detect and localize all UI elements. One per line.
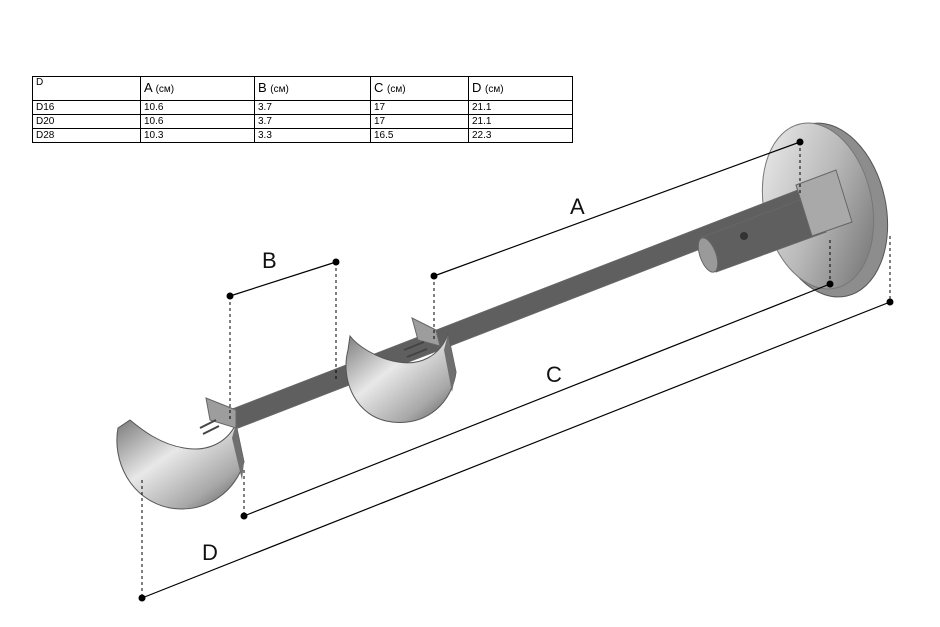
endpoint-dot [826,280,834,288]
header-label: D [472,80,482,95]
outer-cup [116,397,245,510]
header-unit: (см) [155,84,175,95]
header-unit: (см) [387,84,406,95]
dim-line-a [433,141,801,277]
dimension-label-c: C [546,362,562,387]
inner-cup [345,317,457,423]
dimension-label-b: B [262,248,277,273]
table-row: D20 10.6 3.7 17 21.1 [32,114,573,129]
endpoint-dot [138,594,146,602]
header-cell-d: D (см) [468,76,573,101]
bracket-rod [229,189,807,429]
dim-line-d [141,301,891,599]
header-label: C [374,80,384,95]
endpoint-dot [240,512,248,520]
dimension-label-a: A [570,194,585,219]
header-unit: (см) [485,84,504,95]
rod-sleeve [697,169,853,273]
table-row: D28 10.3 3.3 16.5 22.3 [32,128,573,143]
header-cell-c: C (см) [370,76,469,101]
dim-line-b [229,261,337,297]
table-cell: 16.5 [370,128,469,143]
endpoint-dot [796,138,804,146]
header-label: B [258,80,267,95]
dim-line-c [243,283,831,517]
dimension-endpoints [138,138,894,602]
dimension-label-d: D [202,540,218,565]
header-label: D [36,77,44,89]
endpoint-dot [430,272,438,280]
dimension-extension-lines [141,142,891,598]
endpoint-dot [332,258,340,266]
table-header-row: D A (см) B (см) C (см) D (см) [32,76,573,101]
header-unit: (см) [270,84,289,95]
dimension-lines [141,141,891,599]
table-cell: 22.3 [468,128,573,143]
header-cell-b: B (см) [254,76,371,101]
table-cell: D28 [32,128,141,143]
endpoint-dot [226,292,234,300]
endpoint-dot [886,298,894,306]
dimension-table: D A (см) B (см) C (см) D (см) D16 10.6 3… [32,76,573,143]
header-label: A [144,80,152,95]
